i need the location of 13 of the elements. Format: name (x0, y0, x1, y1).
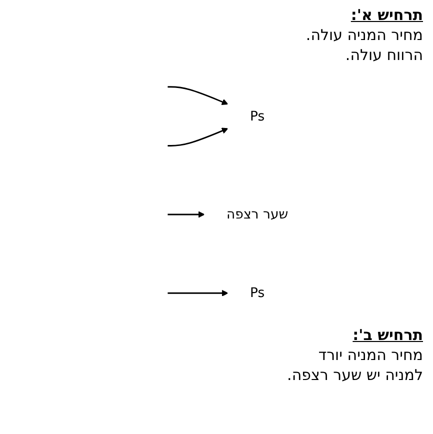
arrow (167, 290, 228, 296)
note-text: מחיר המניה עולה. (304, 26, 423, 44)
node-text: Ps (250, 285, 264, 301)
arrow (167, 86, 228, 105)
arrow (167, 128, 228, 146)
note-text: הרווח עולה. (344, 46, 423, 64)
arrow (167, 211, 204, 218)
scenario-heading: תרחיש א': (350, 6, 423, 24)
note-text: מחיר המניה יורד (317, 346, 423, 364)
scenario-heading: תרחיש ב': (352, 326, 423, 344)
node-text: שער רצפה (226, 206, 288, 222)
node-text: Ps (250, 108, 264, 124)
note-text: למניה יש שער רצפה. (286, 366, 423, 384)
